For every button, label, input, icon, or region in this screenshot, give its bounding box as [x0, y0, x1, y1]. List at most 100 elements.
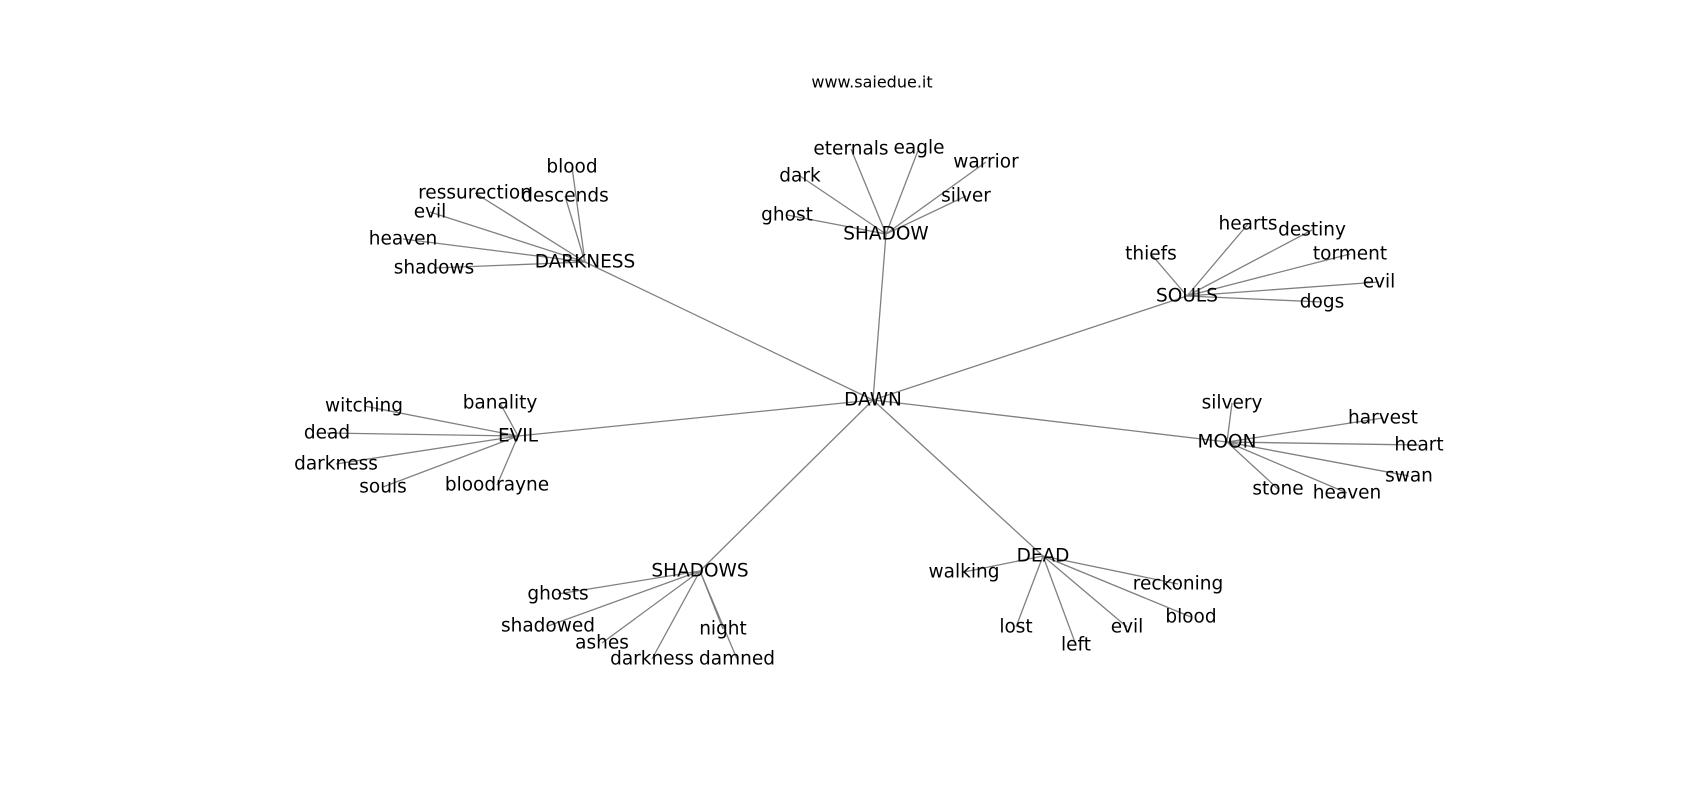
- edge-dead-4: [1042, 555, 1128, 628]
- word-node-darkness-2: descends: [521, 186, 608, 207]
- edge-darkness-1: [474, 192, 586, 263]
- word-node-dead-2: blood: [1165, 607, 1216, 628]
- edge-souls-3: [1186, 253, 1351, 297]
- word-node-moon-1: harvest: [1348, 408, 1418, 429]
- word-node-shadow-4: silver: [941, 186, 991, 207]
- edge-darkness-3: [429, 211, 586, 263]
- word-node-shadow-3: dark: [779, 166, 821, 187]
- edge-souls-0: [1186, 223, 1249, 297]
- edge-root-evil: [517, 399, 874, 437]
- word-node-souls-2: thiefs: [1125, 244, 1177, 265]
- edge-dead-1: [1042, 555, 1179, 585]
- word-node-darkness-5: shadows: [394, 258, 475, 279]
- edge-dead-2: [1042, 555, 1192, 618]
- word-node-evil-1: banality: [463, 393, 538, 414]
- word-node-darkness-0: blood: [546, 157, 597, 178]
- word-node-dead-4: evil: [1111, 617, 1144, 638]
- edge-root-moon: [872, 399, 1228, 443]
- word-node-shadows-0: ghosts: [527, 584, 588, 605]
- hub-node-evil: EVIL: [498, 426, 539, 447]
- edge-moon-1: [1226, 417, 1384, 443]
- edge-moon-2: [1226, 441, 1420, 446]
- word-node-moon-0: silvery: [1202, 393, 1263, 414]
- word-node-souls-1: destiny: [1278, 220, 1346, 241]
- word-node-shadows-3: darkness: [610, 649, 694, 670]
- edge-shadows-0: [557, 570, 701, 595]
- edge-darkness-5: [433, 261, 586, 269]
- edge-souls-2: [1150, 253, 1188, 297]
- edge-shadow-2: [885, 161, 987, 235]
- edge-shadows-3: [651, 570, 701, 660]
- word-node-souls-5: dogs: [1300, 292, 1344, 313]
- edge-moon-0: [1226, 402, 1233, 443]
- edge-moon-3: [1226, 441, 1410, 477]
- edge-shadow-5: [786, 214, 887, 235]
- word-node-dead-0: walking: [929, 562, 1000, 583]
- edge-evil-2: [326, 432, 519, 437]
- edge-dead-5: [1042, 555, 1077, 646]
- edge-moon-5: [1226, 441, 1348, 494]
- word-node-shadows-4: damned: [699, 649, 775, 670]
- word-node-shadows-5: night: [699, 619, 747, 640]
- edge-dead-0: [963, 555, 1044, 573]
- word-node-moon-5: heaven: [1313, 483, 1382, 504]
- edges-layer: [326, 147, 1420, 660]
- edge-souls-1: [1186, 229, 1313, 297]
- hub-node-darkness: DARKNESS: [535, 252, 636, 273]
- word-node-darkness-3: evil: [414, 202, 447, 223]
- edge-root-shadow: [872, 233, 887, 401]
- word-node-moon-4: stone: [1252, 479, 1303, 500]
- root-node-label: DAWN: [844, 390, 902, 411]
- word-node-dead-1: reckoning: [1133, 574, 1223, 595]
- edge-shadows-1: [547, 570, 701, 627]
- word-node-dead-3: lost: [999, 617, 1032, 638]
- word-node-shadow-0: eternals: [813, 139, 888, 160]
- edge-shadow-1: [885, 147, 920, 235]
- word-node-moon-2: heart: [1394, 435, 1443, 456]
- word-node-moon-3: swan: [1385, 466, 1433, 487]
- edge-shadow-0: [850, 148, 887, 235]
- word-node-evil-2: dead: [304, 423, 350, 444]
- edge-darkness-4: [402, 238, 586, 263]
- hub-node-moon: MOON: [1198, 432, 1257, 453]
- hub-node-shadows: SHADOWS: [651, 561, 748, 582]
- hub-node-shadow: SHADOW: [843, 224, 928, 245]
- edge-darkness-2: [564, 195, 586, 263]
- edge-root-dead: [872, 399, 1044, 557]
- edge-souls-5: [1186, 295, 1323, 303]
- edge-moon-4: [1226, 441, 1279, 490]
- edge-evil-5: [496, 435, 519, 486]
- word-node-evil-3: darkness: [294, 454, 378, 475]
- word-node-evil-4: souls: [359, 477, 406, 498]
- edge-evil-0: [363, 405, 519, 437]
- word-node-evil-0: witching: [325, 396, 403, 417]
- hub-node-dead: DEAD: [1017, 546, 1070, 567]
- word-node-souls-0: hearts: [1219, 214, 1278, 235]
- word-node-souls-3: torment: [1313, 244, 1387, 265]
- edge-root-souls: [872, 295, 1188, 401]
- edge-evil-3: [335, 435, 519, 465]
- edge-dead-3: [1015, 555, 1044, 628]
- edge-root-shadows: [699, 399, 874, 572]
- edge-shadow-3: [799, 175, 887, 235]
- edge-shadows-5: [699, 570, 724, 630]
- edge-darkness-0: [571, 166, 586, 263]
- edge-evil-4: [382, 435, 519, 488]
- word-node-darkness-4: heaven: [369, 229, 438, 250]
- edge-shadows-2: [601, 570, 701, 644]
- word-node-shadow-2: warrior: [953, 152, 1019, 173]
- edge-root-darkness: [584, 261, 874, 401]
- word-node-shadows-1: shadowed: [501, 616, 595, 637]
- word-node-shadow-1: eagle: [894, 138, 945, 159]
- edge-evil-1: [499, 402, 519, 437]
- word-node-darkness-1: ressurection: [418, 183, 532, 204]
- word-node-souls-4: evil: [1363, 272, 1396, 293]
- site-title: www.saiedue.it: [811, 73, 932, 92]
- edge-shadow-4: [885, 195, 967, 235]
- word-node-shadow-5: ghost: [761, 205, 813, 226]
- word-node-dead-5: left: [1061, 635, 1091, 656]
- edge-souls-4: [1186, 281, 1380, 297]
- word-node-evil-5: bloodrayne: [445, 475, 549, 496]
